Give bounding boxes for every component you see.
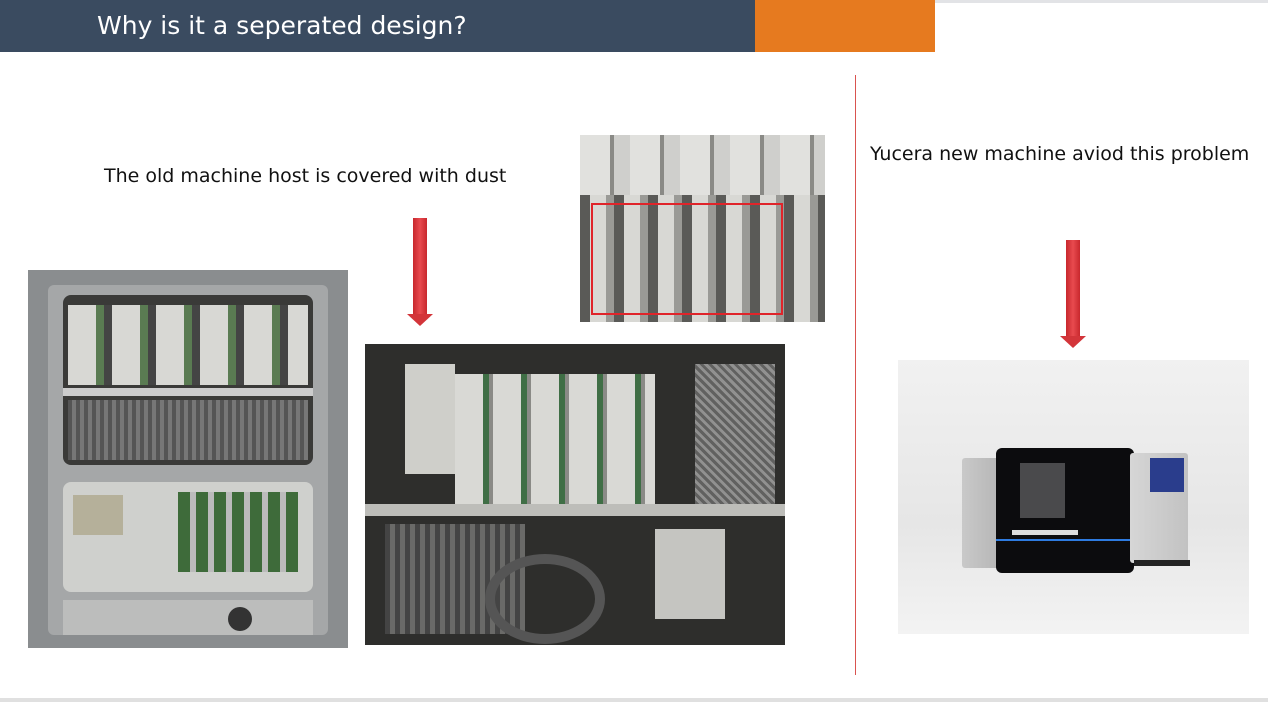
dust-closeup-photo	[580, 135, 825, 322]
highlight-box	[591, 203, 783, 315]
slide-title: Why is it a seperated design?	[97, 11, 467, 40]
top-border-line	[935, 0, 1268, 3]
bottom-border-line	[0, 698, 1268, 702]
title-bar-accent	[755, 0, 935, 52]
new-machine-caption: Yucera new machine aviod this problem	[870, 143, 1250, 165]
section-divider	[855, 75, 856, 675]
down-arrow-icon	[407, 218, 433, 326]
yucera-machine-photo	[898, 360, 1249, 634]
dusty-interior-photo	[365, 344, 785, 645]
old-machine-cabinet-photo	[28, 270, 348, 648]
old-machine-caption: The old machine host is covered with dus…	[104, 165, 507, 187]
down-arrow-icon	[1060, 240, 1086, 348]
title-bar	[0, 0, 755, 52]
